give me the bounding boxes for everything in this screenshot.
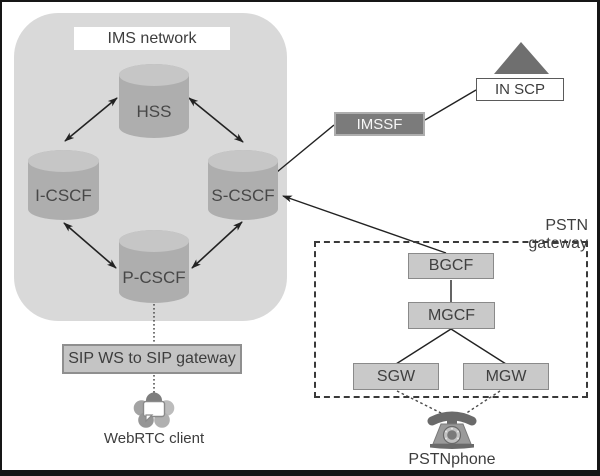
node-imssf: IMSSF xyxy=(334,112,425,136)
pstn-gateway-title: PSTN gateway xyxy=(528,217,588,252)
node-scscf: S-CSCF xyxy=(208,150,278,220)
node-hss-label: HSS xyxy=(136,102,172,122)
node-icscf-label: I-CSCF xyxy=(35,186,92,206)
node-pcscf: P-CSCF xyxy=(119,230,189,303)
webrtc-client-icon xyxy=(133,392,175,428)
node-pcscf-label: P-CSCF xyxy=(122,267,186,287)
node-mgcf: MGCF xyxy=(408,302,495,329)
node-in-scp: IN SCP xyxy=(476,78,564,101)
node-mgw: MGW xyxy=(463,363,549,390)
node-icscf: I-CSCF xyxy=(28,150,99,220)
in-scp-triangle-icon xyxy=(494,42,549,74)
node-bgcf: BGCF xyxy=(408,253,494,279)
node-sgw: SGW xyxy=(353,363,439,390)
webrtc-client-label: WebRTC client xyxy=(103,430,205,447)
cylinder-shape xyxy=(119,64,189,138)
telephone-icon xyxy=(427,411,477,449)
node-sip-ws-gateway: SIP WS to SIP gateway xyxy=(62,344,242,374)
cylinder-shape xyxy=(28,150,99,220)
ims-network-title: IMS network xyxy=(74,27,230,50)
cylinder-shape xyxy=(208,150,278,220)
pstn-gateway-group xyxy=(314,241,588,398)
node-hss: HSS xyxy=(119,64,189,138)
cylinder-shape xyxy=(119,230,189,303)
pstn-phone-label: PSTNphone xyxy=(408,451,496,468)
node-scscf-label: S-CSCF xyxy=(211,186,275,206)
